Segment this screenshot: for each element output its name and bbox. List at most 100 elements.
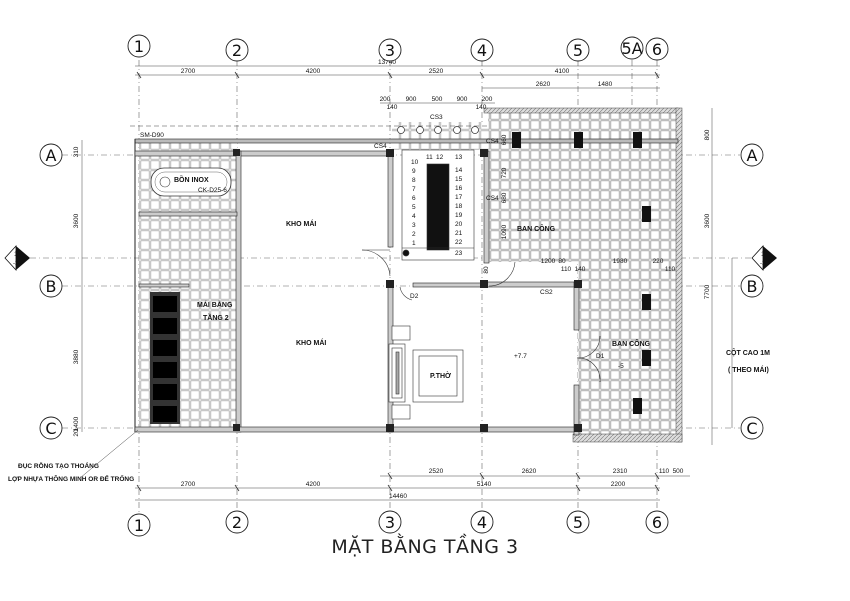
grid-label: A xyxy=(747,146,758,165)
dim-label: 1480 xyxy=(598,81,613,88)
stair-step: 16 xyxy=(455,185,463,192)
section-markers: 1 -3 1 -3 xyxy=(4,244,777,272)
grid-bubbles-top xyxy=(127,34,669,62)
stair-step: 8 xyxy=(412,177,416,184)
altar-furniture xyxy=(388,325,464,420)
dim-label: 3880 xyxy=(73,349,80,364)
dims-right: 800 3600 7700 xyxy=(704,129,711,299)
stair-step: 12 xyxy=(436,154,444,161)
dim-label: 2520 xyxy=(429,468,444,475)
grid-bubble-labels-top: 1 2 3 4 5 5A 6 xyxy=(134,37,662,60)
grid-label: 3 xyxy=(385,41,395,60)
dim-label: 1980 xyxy=(613,258,628,265)
note-column-height: CỘT CAO 1M xyxy=(726,348,770,357)
dims-bottom: 2520 2620 2310 110 500 2700 4200 5140 22… xyxy=(181,468,684,500)
dim-label: 900 xyxy=(457,96,468,103)
stair-step: 14 xyxy=(455,167,463,174)
note-opening: ĐỤC RỖNG TẠO THOÁNG xyxy=(18,461,99,470)
note-roofing: LỢP NHỰA THÔNG MINH OR ĐỂ TRỐNG xyxy=(8,473,134,483)
dim-label: 2310 xyxy=(613,468,628,475)
dim-ticks xyxy=(136,71,660,492)
dim-label: 110 xyxy=(665,266,676,273)
note-follow-roof: ( THEO MÁI) xyxy=(728,365,769,374)
dim-label: 500 xyxy=(432,96,443,103)
staircase xyxy=(401,149,475,261)
tag-d2: D2 xyxy=(410,293,419,300)
label-storage-2: KHO MÁI xyxy=(296,338,326,347)
label-water-tank: BỒN INOX xyxy=(174,174,209,184)
grid-bubbles-rows xyxy=(39,143,764,440)
dim-label: 800 xyxy=(704,129,711,140)
dim-label: 1400 xyxy=(73,416,80,431)
grid-label: 4 xyxy=(477,513,487,532)
grid-label: 5 xyxy=(573,41,583,60)
section-label: 1 xyxy=(761,252,765,258)
dim-label: 2620 xyxy=(522,468,537,475)
grid-bubble-labels-rows: A B C A B C xyxy=(45,146,757,438)
section-label: -3 xyxy=(13,261,19,267)
label-flat-roof-floor: TẦNG 2 xyxy=(203,312,229,322)
stair-step: 21 xyxy=(455,230,463,237)
tag-cs3: CS3 xyxy=(430,114,443,121)
tag-smd90: SM-D90 xyxy=(140,132,164,139)
tag-cs4: CS4 xyxy=(486,138,499,145)
dims-inner: 1200 80 110 140 1980 220 110 660 720 680… xyxy=(483,134,676,273)
roof-panels xyxy=(150,292,180,424)
label-balcony-2: BAN CÔNG xyxy=(612,339,651,348)
label-altar-room: P.THỜ xyxy=(430,371,451,380)
dim-label: 140 xyxy=(476,104,487,111)
dim-label: 4200 xyxy=(306,481,321,488)
dim-label: 1200 xyxy=(541,258,556,265)
level-mark: +7.7 xyxy=(514,353,527,360)
dim-label: 900 xyxy=(406,96,417,103)
grid-label: 6 xyxy=(652,513,662,532)
stair-step: 5 xyxy=(412,204,416,211)
dims-top: 13740 2700 4200 2520 4100 2620 1480 200 … xyxy=(181,59,613,111)
label-storage-1: KHO MÁI xyxy=(286,219,316,228)
room-labels: BỒN INOX CK-D25-6 KHO MÁI KHO MÁI MÁI BẰ… xyxy=(174,174,651,380)
grid-label: A xyxy=(46,146,57,165)
grid-label: 3 xyxy=(385,513,395,532)
stair-step: 20 xyxy=(455,221,463,228)
dim-label: 80 xyxy=(558,258,566,265)
dim-label: 3600 xyxy=(704,213,711,228)
notes: CỘT CAO 1M ( THEO MÁI) ĐỤC RỖNG TẠO THOÁ… xyxy=(8,348,770,483)
stair-step-numbers: 10 9 8 7 6 5 4 3 2 1 11 12 13 14 15 16 1… xyxy=(411,154,463,257)
grid-bubble-labels-bottom: 1 2 3 4 5 6 xyxy=(134,513,662,535)
dim-label: 7700 xyxy=(704,284,711,299)
grid-label: 5 xyxy=(573,513,583,532)
stair-step: 7 xyxy=(412,186,416,193)
section-label: -3 xyxy=(760,261,766,267)
stair-step: 18 xyxy=(455,203,463,210)
grid-label: B xyxy=(747,277,758,296)
stair-step: 3 xyxy=(412,222,416,229)
stair-step: 15 xyxy=(455,176,463,183)
roof-edge-hatch xyxy=(483,107,683,443)
stair-step: 4 xyxy=(412,213,416,220)
dim-label: 4200 xyxy=(306,68,321,75)
dim-label: 310 xyxy=(73,146,80,157)
dim-label: 2620 xyxy=(536,81,551,88)
grid-label: B xyxy=(46,277,57,296)
grid-label: 5A xyxy=(621,39,642,58)
drawing-title: MẶT BẰNG TẦNG 3 xyxy=(331,536,519,558)
dim-label: 2700 xyxy=(181,68,196,75)
tag-cs4: CS4 xyxy=(374,143,387,150)
stair-step: 23 xyxy=(455,250,463,257)
dim-total-bottom: 14460 xyxy=(389,493,407,500)
dim-label: 140 xyxy=(387,104,398,111)
dims-left: 3600 3880 1400 310 20 xyxy=(73,146,80,436)
grid-label: 4 xyxy=(477,41,487,60)
dim-label: 140 xyxy=(575,266,586,273)
stair-step: 9 xyxy=(412,168,416,175)
stair-step: 6 xyxy=(412,195,416,202)
label-balcony-1: BAN CÔNG xyxy=(517,224,556,233)
label-tank-spec: CK-D25-6 xyxy=(198,187,227,194)
stair-step: 2 xyxy=(412,231,416,238)
dim-label: 2520 xyxy=(429,68,444,75)
dim-label: 3600 xyxy=(73,213,80,228)
dim-label: 20 xyxy=(73,429,80,437)
skylight-vents xyxy=(397,126,479,257)
dim-label: 720 xyxy=(501,167,508,178)
